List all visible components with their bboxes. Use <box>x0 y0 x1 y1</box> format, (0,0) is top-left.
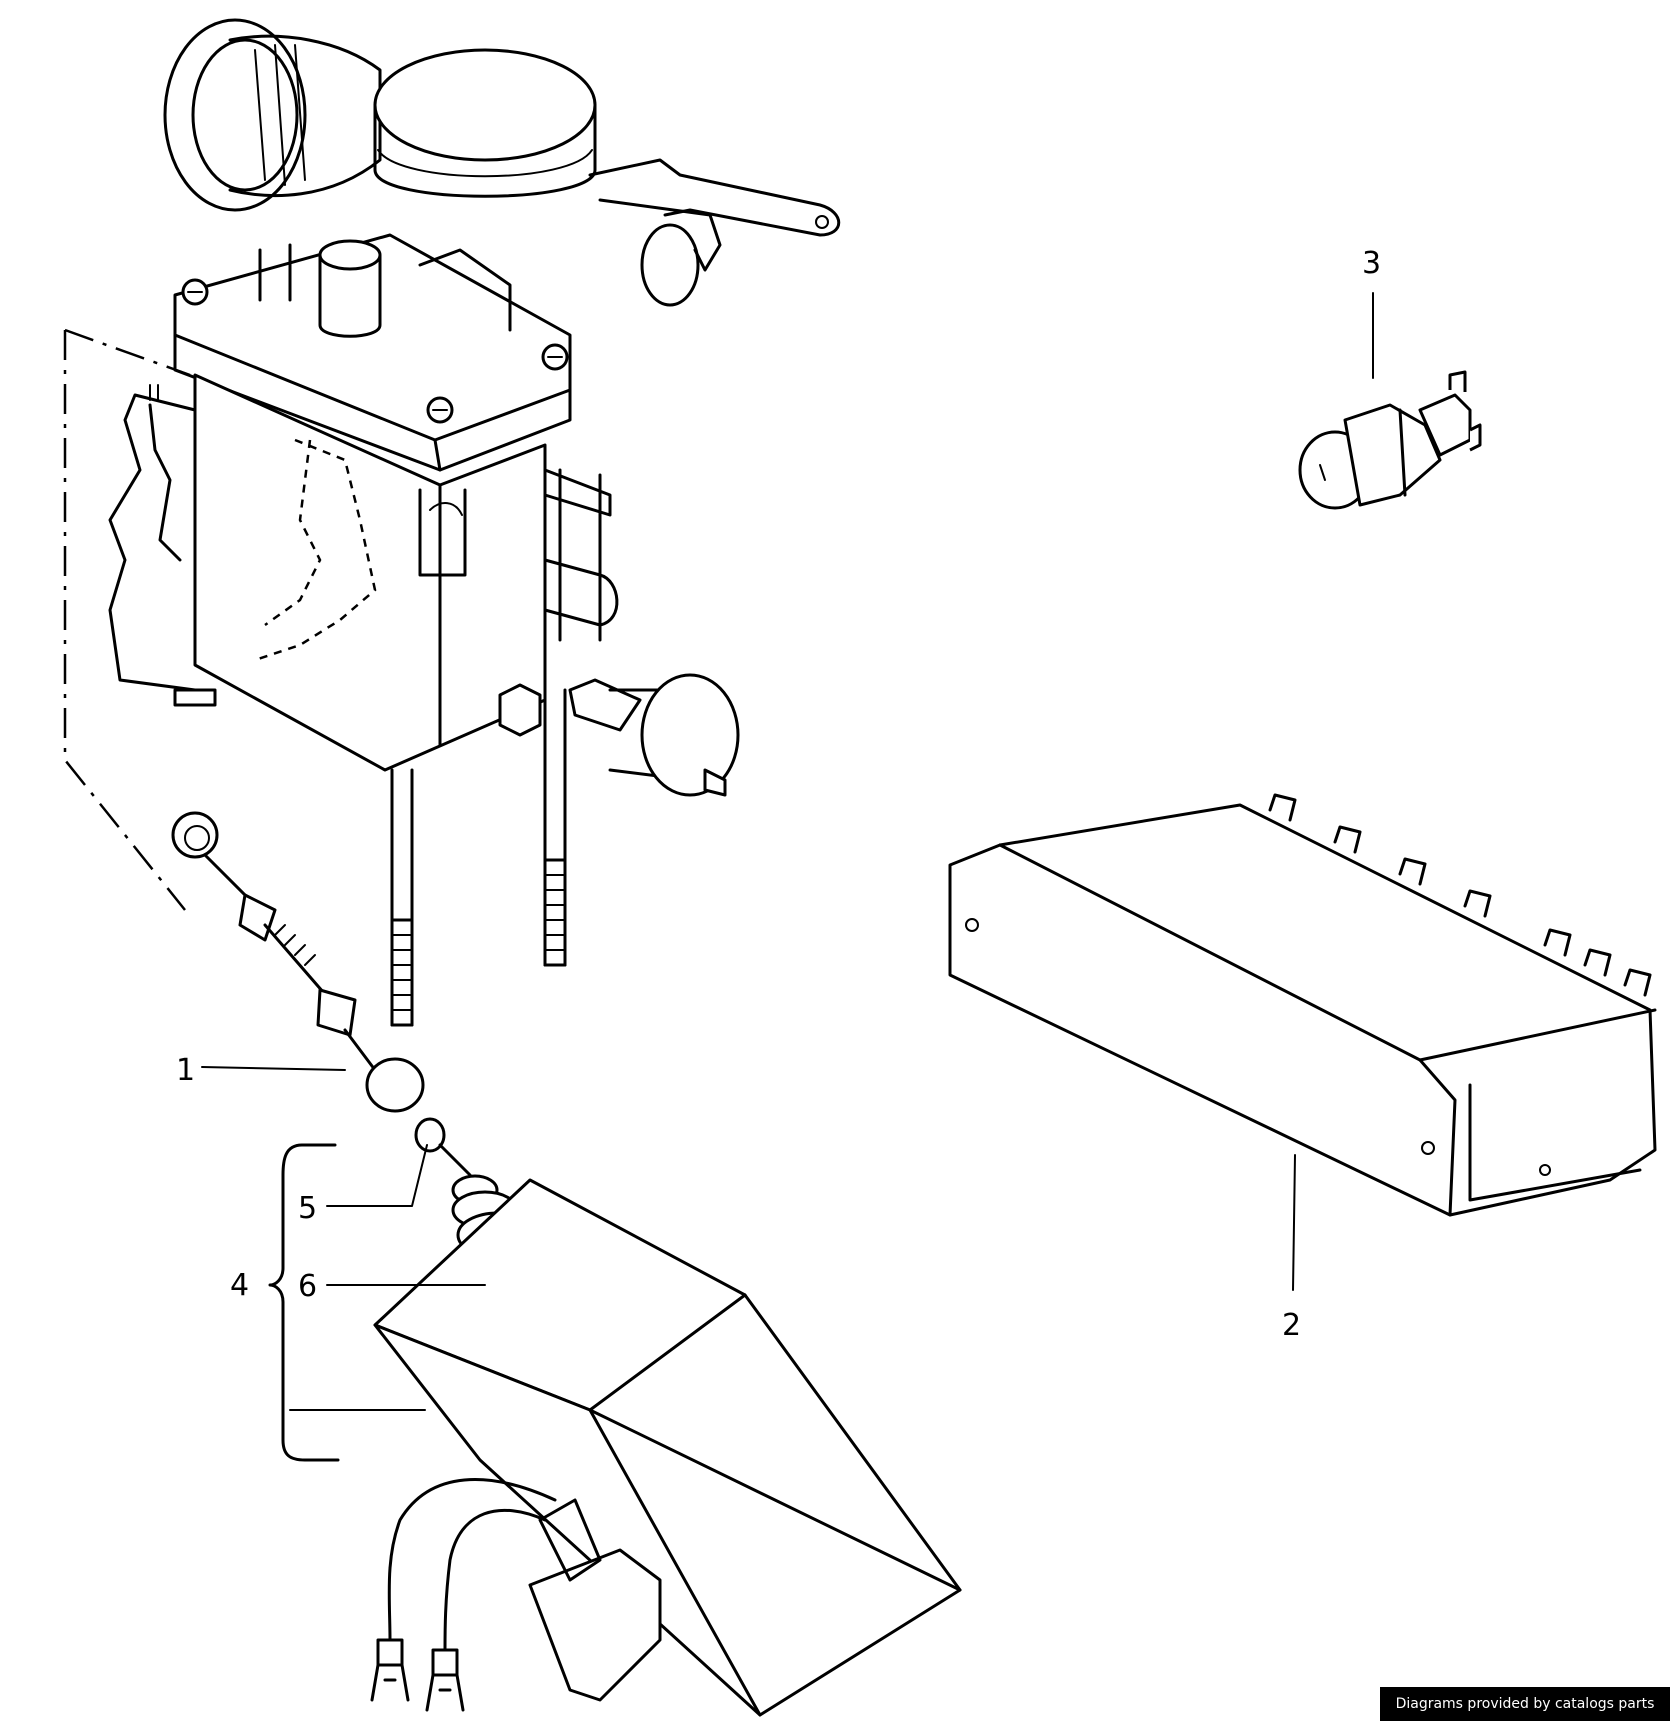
actuator-unit <box>370 1117 962 1717</box>
callout-3: 3 <box>1362 246 1381 281</box>
callout-5: 5 <box>298 1191 317 1226</box>
brace-4 <box>268 1143 340 1462</box>
leader-1 <box>201 1066 346 1071</box>
callout-2: 2 <box>1282 1308 1301 1343</box>
leader-5 <box>326 1144 428 1207</box>
guide-line-vertical <box>63 330 186 911</box>
leader-2 <box>1292 1154 1296 1291</box>
leader-lines <box>201 292 1374 1462</box>
callout-1: 1 <box>176 1053 195 1088</box>
credit-banner: Diagrams provided by catalogs parts <box>1380 1687 1670 1721</box>
temperature-switch <box>1298 370 1482 510</box>
control-unit <box>948 793 1657 1217</box>
callout-4: 4 <box>230 1268 249 1303</box>
callout-6: 6 <box>298 1269 317 1304</box>
linkage-rod <box>171 811 425 1113</box>
fuel-distributor-assembly <box>108 18 841 1027</box>
guide-line <box>64 328 191 377</box>
